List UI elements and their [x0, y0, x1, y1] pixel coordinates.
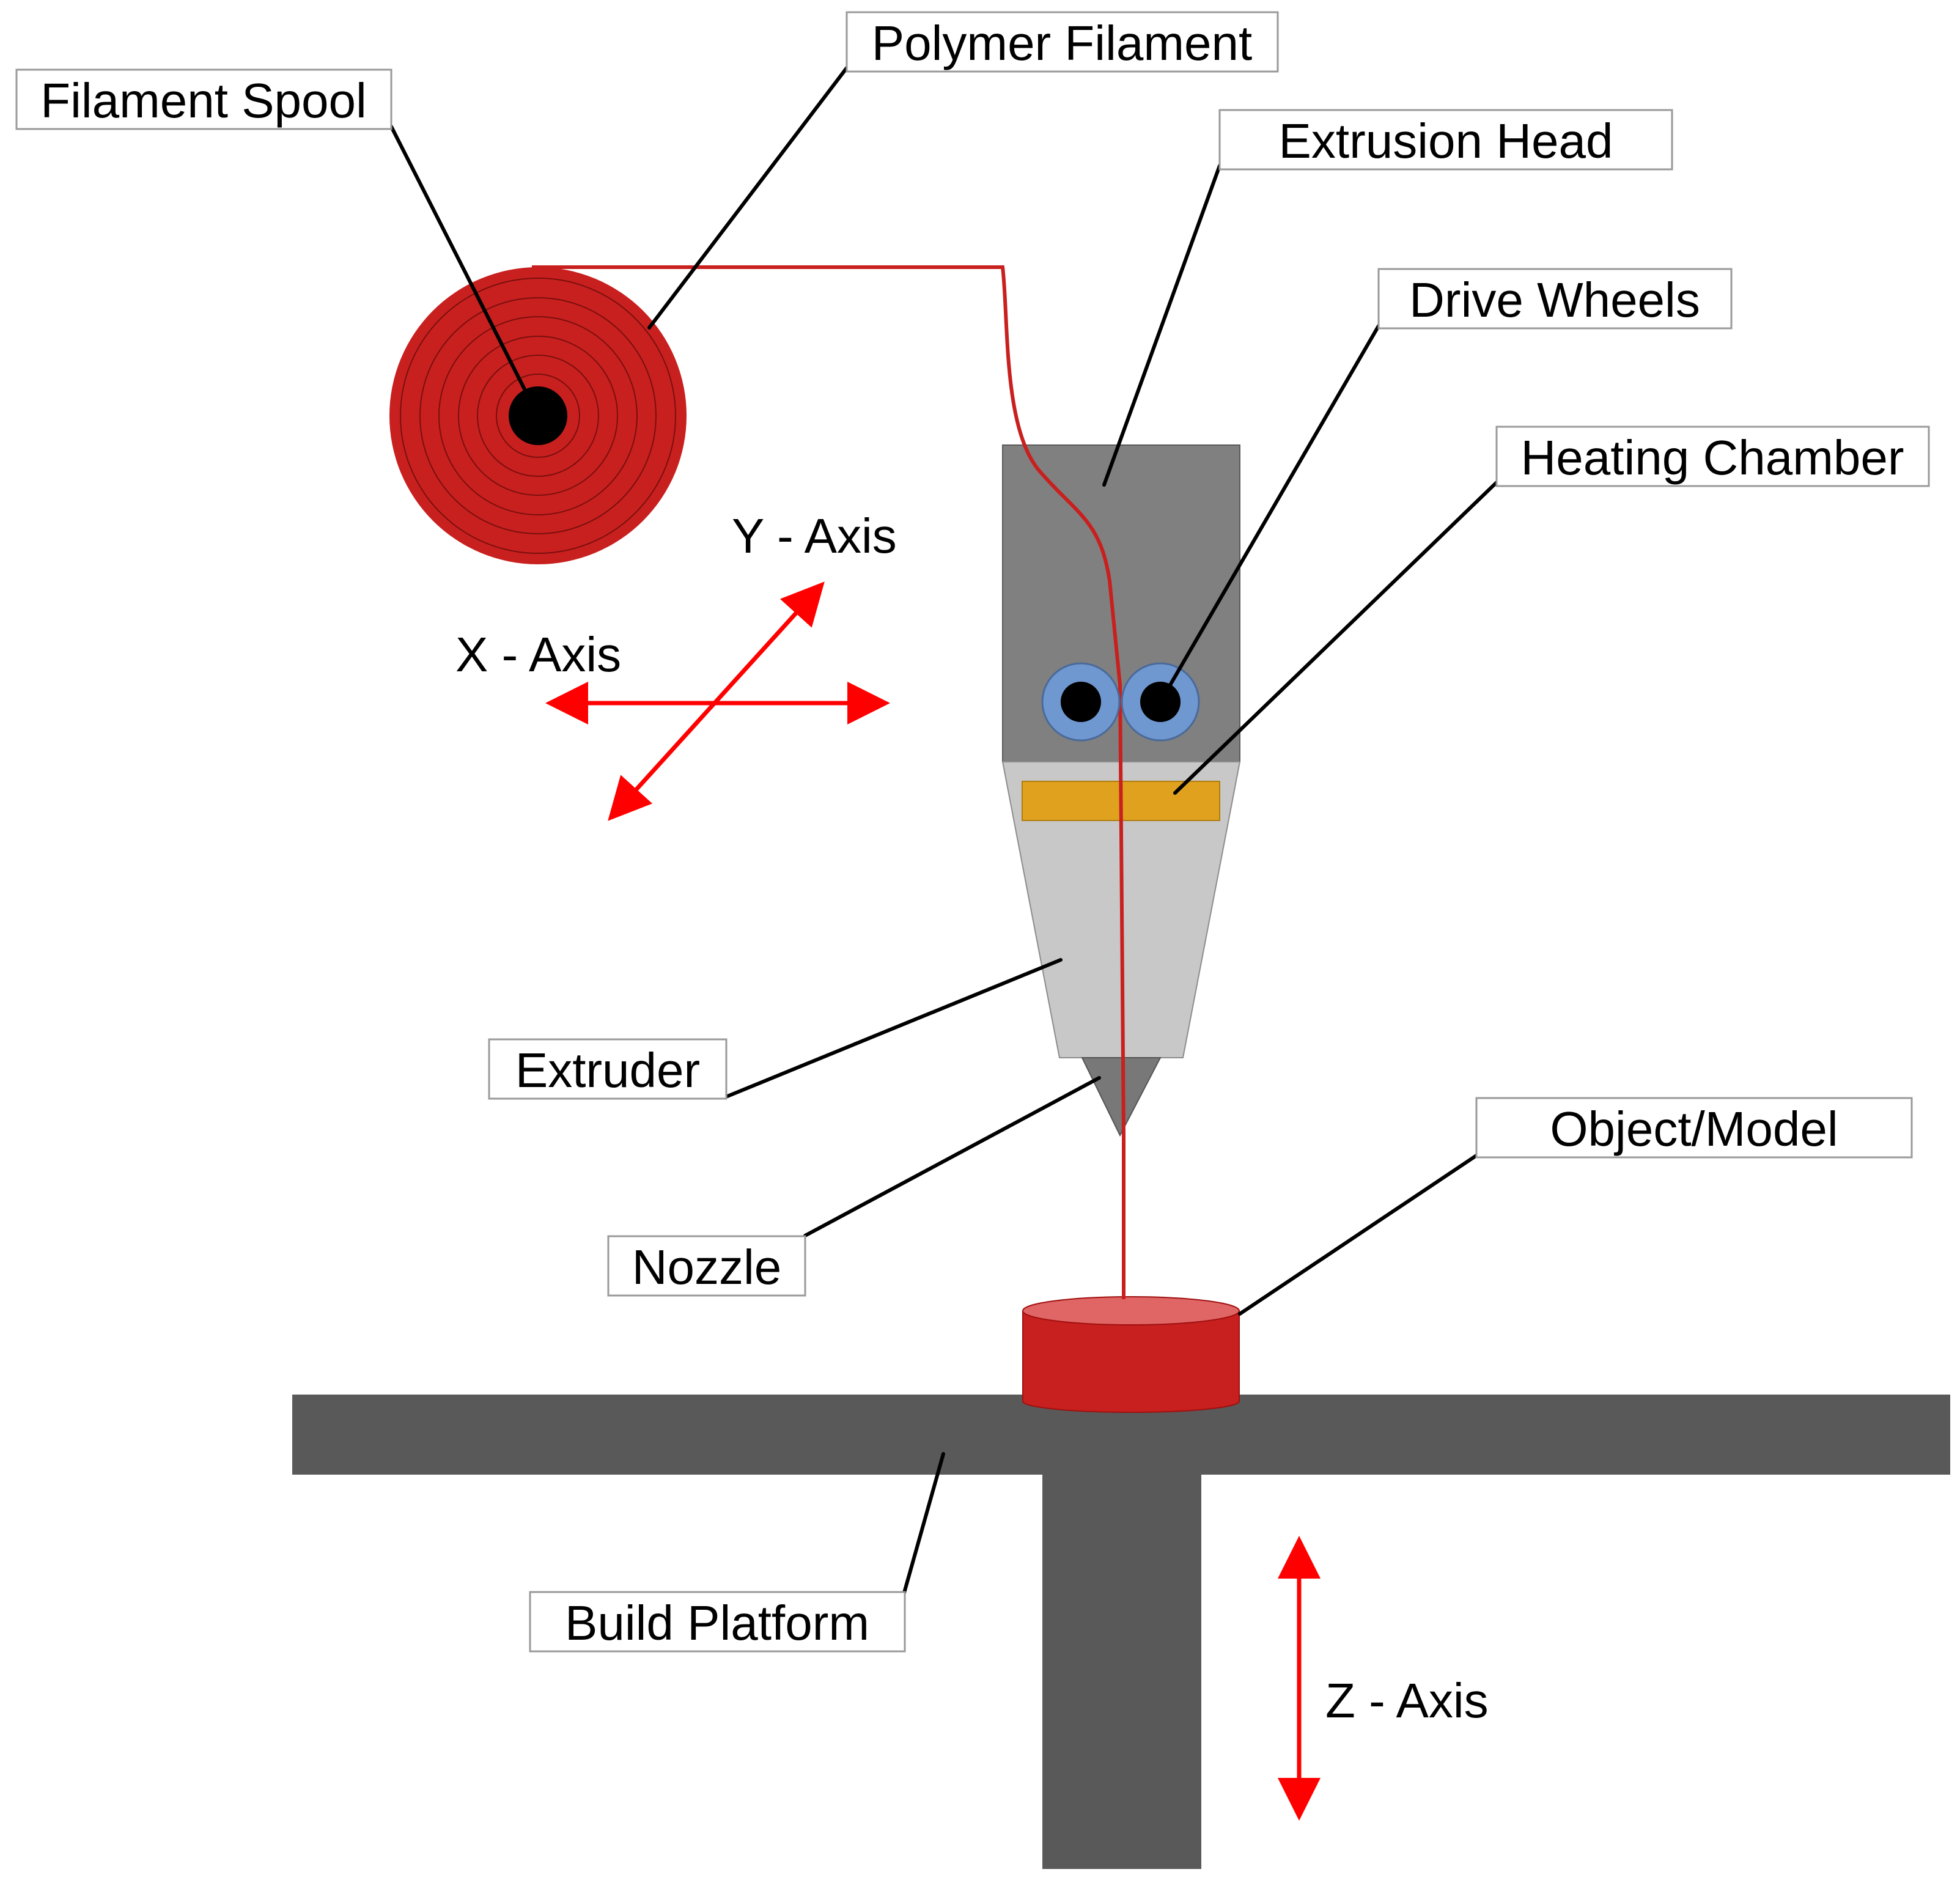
label-build-platform-box: [529, 1591, 906, 1653]
y-axis-arrow: [608, 581, 825, 821]
axis-arrows: [545, 581, 1321, 1821]
label-heating-chamber-box: [1495, 426, 1930, 487]
leader-object-model: [1238, 1154, 1478, 1316]
label-extrusion-head: Extrusion Head: [1218, 109, 1673, 171]
leader-lines: [389, 66, 1498, 1594]
label-filament-spool-text: Filament Spool: [40, 73, 367, 128]
label-extrusion-head-text: Extrusion Head: [1279, 114, 1613, 168]
label-drive-wheels-text: Drive Wheels: [1409, 273, 1700, 327]
label-polymer-filament-box: [846, 11, 1279, 73]
label-nozzle: Nozzle: [607, 1235, 806, 1297]
label-heating-chamber-text: Heating Chamber: [1521, 430, 1904, 485]
label-extrusion-head-box: [1218, 109, 1673, 171]
object-model-body: [1022, 1310, 1240, 1413]
label-filament-spool-box: [15, 68, 392, 130]
label-drive-wheels: Drive Wheels: [1377, 268, 1733, 330]
object-model: [1022, 1296, 1240, 1413]
leader-extrusion-head: [1102, 164, 1221, 487]
label-nozzle-box: [607, 1235, 806, 1297]
leader-nozzle: [803, 1076, 1101, 1237]
leader-heating-chamber: [1173, 481, 1498, 795]
filament-spool-windings: [400, 278, 676, 554]
label-filament-spool: Filament Spool: [15, 68, 392, 130]
label-extruder-box: [488, 1038, 728, 1100]
label-object-model-box: [1475, 1097, 1913, 1159]
label-heating-chamber: Heating Chamber: [1495, 426, 1930, 487]
label-polymer-filament: Polymer Filament: [846, 11, 1279, 73]
label-build-platform: Build Platform: [529, 1591, 906, 1653]
label-extruder-text: Extruder: [515, 1043, 700, 1097]
build-platform-column: [1042, 1475, 1201, 1869]
y-axis-label: Y - Axis: [732, 509, 897, 563]
label-polymer-filament-text: Polymer Filament: [872, 16, 1252, 70]
label-nozzle-text: Nozzle: [632, 1240, 782, 1294]
label-extruder: Extruder: [488, 1038, 728, 1100]
x-axis-label: X - Axis: [455, 627, 621, 682]
object-model-top: [1022, 1296, 1240, 1325]
z-axis-label: Z - Axis: [1325, 1673, 1489, 1728]
drive-wheel-left-hub: [1061, 682, 1101, 722]
polymer-filament-strand: [532, 265, 1126, 1299]
leader-drive-wheels: [1159, 324, 1380, 704]
leader-extruder: [726, 958, 1063, 1098]
label-object-model: Object/Model: [1475, 1097, 1913, 1159]
label-object-model-text: Object/Model: [1550, 1102, 1838, 1156]
label-build-platform-text: Build Platform: [565, 1596, 869, 1650]
leader-polymer-filament: [647, 66, 849, 330]
leader-filament-spool: [389, 125, 540, 418]
label-drive-wheels-box: [1377, 268, 1733, 330]
leader-build-platform: [902, 1452, 945, 1594]
nozzle: [1081, 1057, 1162, 1137]
